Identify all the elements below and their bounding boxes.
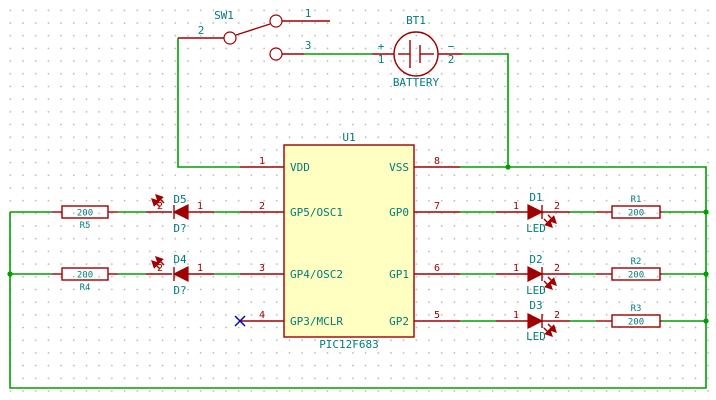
led-d4[interactable]: D4 D? 2 1 [146,253,214,297]
u1-pin-6-number: 6 [434,263,440,274]
led-d5-arrow-icon [155,194,165,204]
battery-bt1[interactable]: BT1 BATTERY + 1 − 2 [372,14,462,89]
led-d1-value: LED [526,222,546,235]
sw1-pin-1-number: 1 [305,7,312,20]
wires [9,38,707,389]
sw1-lever [235,23,271,36]
junction-dot [703,271,709,277]
wire-battery-to-vss[interactable] [462,53,509,167]
u1-pin-1-number: 1 [259,156,265,167]
u1-pin-3-number: 3 [259,263,265,274]
led-d2-triangle [527,266,544,282]
ic-u1[interactable]: U1 PIC12F683 1 VDD 2 GP5/OSC1 3 GP4/OSC2… [240,131,460,351]
led-d3-arrow-icon [543,327,553,337]
resistor-r5-ref: R5 [80,221,91,231]
led-d3-pin-2: 2 [554,310,560,321]
resistor-r4-value: 200 [77,271,93,281]
u1-pin-2-name: GP5/OSC1 [290,206,343,219]
u1-pin-3-name: GP4/OSC2 [290,268,343,281]
wire-sw1-to-vdd[interactable] [177,38,240,168]
u1-pin-8-number: 8 [434,156,440,167]
led-d1-arrow-icon [543,218,553,228]
led-d1[interactable]: D1 LED 1 2 [496,191,570,235]
led-d4-arrow-icon [155,256,165,266]
led-d2[interactable]: D2 LED 1 2 [496,253,570,297]
switch-sw1-ref: SW1 [214,9,234,22]
led-d1-pin-1: 1 [513,201,519,212]
led-d3-pin-1: 1 [513,310,519,321]
resistor-r3[interactable]: 200 R3 [596,304,662,328]
junction-dot [703,209,709,215]
sw1-contact-1 [269,14,283,28]
led-d2-pin-1: 1 [513,263,519,274]
led-d2-value: LED [526,284,546,297]
resistor-r2-ref: R2 [631,257,642,267]
led-d4-value: D? [173,284,186,297]
resistor-r1-ref: R1 [631,195,642,205]
bt1-pin-1-number: 1 [378,53,385,66]
u1-pin-2-number: 2 [259,201,265,212]
resistor-r1-value: 200 [628,209,644,219]
resistor-r2[interactable]: 200 R2 [596,257,662,281]
u1-pin-7-name: GP0 [389,206,409,219]
u1-pin-4-name: GP3/MCLR [290,315,343,328]
junction-dot [7,271,13,277]
junction-dot [703,318,709,324]
u1-pin-1-name: VDD [290,161,310,174]
wire-vss-to-right-rail[interactable] [9,166,707,389]
ic-u1-value: PIC12F683 [319,338,379,351]
led-d2-ref: D2 [529,253,542,266]
led-d2-pin-2: 2 [554,263,560,274]
led-d1-triangle [527,204,544,220]
u1-pin-5-name: GP2 [389,315,409,328]
u1-pin-5-number: 5 [434,310,440,321]
led-d3-ref: D3 [529,299,542,312]
junction-dot [505,164,511,170]
led-d2-arrow-icon [543,280,553,290]
sw1-common-contact [223,31,237,45]
battery-bt1-value: BATTERY [393,76,440,89]
u1-pin-6-name: GP1 [389,268,409,281]
led-d1-pin-2: 2 [554,201,560,212]
sw1-pin-3-number: 3 [305,39,312,52]
bt1-plus-sign: + [378,40,385,53]
led-d4-triangle [172,266,189,282]
battery-bt1-circle [393,31,439,77]
bt1-minus-sign: − [448,40,455,53]
sw1-pin-2-number: 2 [198,24,205,37]
sw1-contact-3 [269,47,283,61]
resistor-r4[interactable]: 200 R4 [52,267,118,293]
junctions [7,164,709,324]
led-d4-pin-1: 1 [197,263,203,274]
led-d5[interactable]: D5 D? 2 1 [146,193,214,235]
bt1-pin-2-number: 2 [448,53,455,66]
resistor-r3-value: 200 [628,318,644,328]
u1-pin-8-name: VSS [389,161,409,174]
led-d5-triangle [172,204,189,220]
led-d3[interactable]: D3 LED 1 2 [496,299,570,343]
led-d5-value: D? [173,222,186,235]
no-connect-flag [234,315,246,327]
resistor-r1[interactable]: 200 R1 [596,195,662,219]
resistor-r4-ref: R4 [80,283,91,293]
resistor-r3-ref: R3 [631,304,642,314]
ic-u1-body [283,144,415,338]
led-d1-ref: D1 [529,191,542,204]
led-d4-ref: D4 [173,253,187,266]
led-d3-triangle [527,313,544,329]
battery-bt1-ref: BT1 [406,14,426,27]
led-d5-ref: D5 [173,193,186,206]
resistor-r5[interactable]: 200 R5 [52,205,118,231]
resistor-r5-value: 200 [77,209,93,219]
switch-sw1[interactable]: SW1 2 1 3 [178,7,330,61]
u1-pin-4-number: 4 [259,310,265,321]
led-d3-value: LED [526,330,546,343]
u1-pin-7-number: 7 [434,201,440,212]
ic-u1-ref: U1 [342,131,355,144]
resistor-r2-value: 200 [628,271,644,281]
led-d5-pin-1: 1 [197,201,203,212]
